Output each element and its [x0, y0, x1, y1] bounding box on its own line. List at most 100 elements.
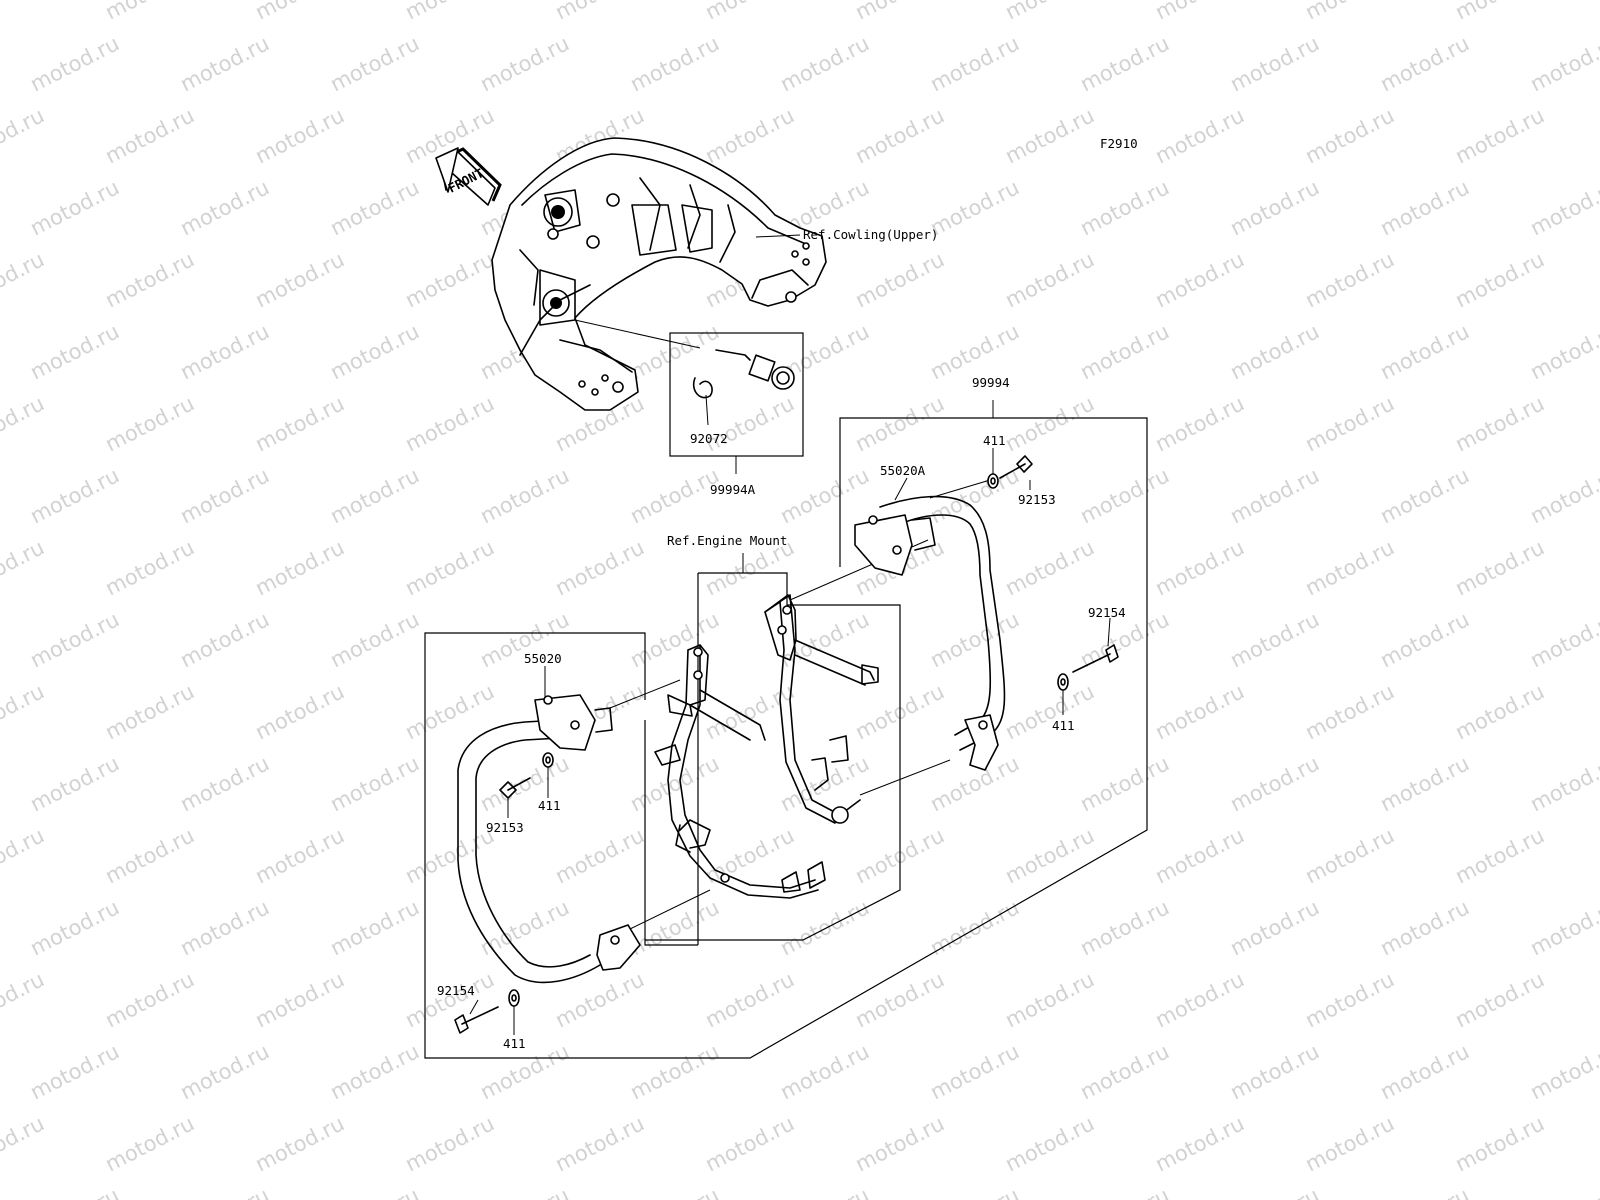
watermark-text: motod.ru: [1526, 895, 1600, 960]
part-411-left-label: 411: [538, 798, 561, 813]
watermark-text: motod.ru: [0, 679, 48, 744]
socket-kit-box: [574, 319, 804, 474]
watermark-text: motod.ru: [251, 823, 348, 888]
watermark-text: motod.ru: [251, 247, 348, 312]
watermark-text: motod.ru: [1376, 1039, 1473, 1104]
watermark-text: motod.ru: [926, 895, 1023, 960]
watermark-text: motod.ru: [1376, 751, 1473, 816]
watermark-text: motod.ru: [851, 0, 948, 24]
watermark-text: motod.ru: [1526, 607, 1600, 672]
watermark-text: motod.ru: [401, 535, 498, 600]
watermark-text: motod.ru: [1526, 751, 1600, 816]
watermark-text: motod.ru: [1451, 823, 1548, 888]
part-92154-left-label: 92154: [437, 983, 475, 998]
watermark-text: motod.ru: [1076, 31, 1173, 96]
watermark-text: motod.ru: [251, 0, 348, 24]
left-crash-bar: [457, 694, 641, 984]
watermark-text: motod.ru: [26, 319, 123, 384]
watermark-text: motod.ru: [1151, 247, 1248, 312]
watermark-text: motod.ru: [101, 391, 198, 456]
watermark-text: motod.ru: [551, 1111, 648, 1176]
watermark-text: motod.ru: [1526, 175, 1600, 240]
watermark-text: motod.ru: [626, 607, 723, 672]
watermark-text: motod.ru: [401, 967, 498, 1032]
watermark-text: motod.ru: [401, 1111, 498, 1176]
watermark-text: motod.ru: [1226, 31, 1323, 96]
watermark-text: motod.ru: [26, 1183, 123, 1200]
watermark-text: motod.ru: [851, 967, 948, 1032]
watermark-text: motod.ru: [1001, 103, 1098, 168]
watermark-text: motod.ru: [1451, 247, 1548, 312]
watermark-text: motod.ru: [101, 535, 198, 600]
watermark-text: motod.ru: [176, 463, 273, 528]
watermark-text: motod.ru: [1301, 103, 1398, 168]
watermark-text: motod.ru: [1301, 1111, 1398, 1176]
part-55020-label: 55020: [524, 651, 562, 666]
engine-mount-bracket: [654, 594, 879, 899]
watermark-text: motod.ru: [251, 679, 348, 744]
watermark-text: motod.ru: [1001, 391, 1098, 456]
watermark-text: motod.ru: [1451, 391, 1548, 456]
watermark-text: motod.ru: [1376, 319, 1473, 384]
watermark-text: motod.ru: [1076, 895, 1173, 960]
watermark-text: motod.ru: [251, 391, 348, 456]
part-92072-label: 92072: [690, 431, 728, 446]
watermark-text: motod.ru: [1076, 1183, 1173, 1200]
watermark-text: motod.ru: [701, 391, 798, 456]
watermark-text: motod.ru: [176, 31, 273, 96]
watermark-text: motod.ru: [101, 1111, 198, 1176]
watermark-text: motod.ru: [626, 319, 723, 384]
watermark-text: motod.ru: [1226, 319, 1323, 384]
ref-cowling-upper-label: Ref.Cowling(Upper): [803, 227, 938, 242]
watermark-text: motod.ru: [101, 823, 198, 888]
watermark-text: motod.ru: [1376, 463, 1473, 528]
watermark-text: motod.ru: [26, 895, 123, 960]
watermark-text: motod.ru: [401, 247, 498, 312]
watermark-text: motod.ru: [1076, 751, 1173, 816]
watermark-text: motod.ru: [0, 823, 48, 888]
watermark-text: motod.ru: [1451, 535, 1548, 600]
watermark-text: motod.ru: [476, 31, 573, 96]
watermark-text: motod.ru: [1001, 679, 1098, 744]
watermark-text: motod.ru: [851, 391, 948, 456]
watermark-text: motod.ru: [176, 751, 273, 816]
watermark-text: motod.ru: [176, 607, 273, 672]
bolt-92154-left: [454, 1006, 499, 1034]
watermark-text: motod.ru: [251, 1111, 348, 1176]
watermark-text: motod.ru: [776, 895, 873, 960]
watermark-text: motod.ru: [1001, 823, 1098, 888]
front-arrow-icon: [435, 147, 502, 206]
watermark-text: motod.ru: [326, 463, 423, 528]
watermark-text: motod.ru: [1001, 535, 1098, 600]
watermark-text: motod.ru: [1301, 391, 1398, 456]
watermark-text: motod.ru: [176, 1039, 273, 1104]
bolt-92154-right: [1072, 644, 1119, 673]
axis-line-upper: [609, 679, 681, 709]
right-crash-bar: [854, 495, 1006, 771]
watermark-text: motod.ru: [176, 175, 273, 240]
watermark-text: motod.ru: [0, 247, 48, 312]
watermark-text: motod.ru: [926, 175, 1023, 240]
watermark-text: motod.ru: [1001, 1111, 1098, 1176]
watermark-text: motod.ru: [401, 823, 498, 888]
ref-engine-mount-label: Ref.Engine Mount: [667, 533, 787, 548]
watermark-text: motod.ru: [1451, 103, 1548, 168]
kit-99994-frame: [424, 400, 1148, 1059]
watermark-text: motod.ru: [626, 31, 723, 96]
watermark-text: motod.ru: [1151, 535, 1248, 600]
part-55020A-label: 55020A: [880, 463, 926, 478]
watermark-text: motod.ru: [1376, 607, 1473, 672]
watermark-text: motod.ru: [1526, 1183, 1600, 1200]
watermark-text: motod.ru: [851, 103, 948, 168]
watermark-text: motod.ru: [1151, 103, 1248, 168]
watermark-text: motod.ru: [1226, 751, 1323, 816]
leader-cowling: [755, 234, 801, 238]
watermark-text: motod.ru: [1226, 1039, 1323, 1104]
watermark-text: motod.ru: [1076, 463, 1173, 528]
leader-92154-right: [1107, 617, 1111, 647]
watermark-text: motod.ru: [26, 751, 123, 816]
watermark-text: motod.ru: [1526, 1039, 1600, 1104]
watermark-text: motod.ru: [101, 247, 198, 312]
axis-line-lower: [627, 889, 711, 931]
